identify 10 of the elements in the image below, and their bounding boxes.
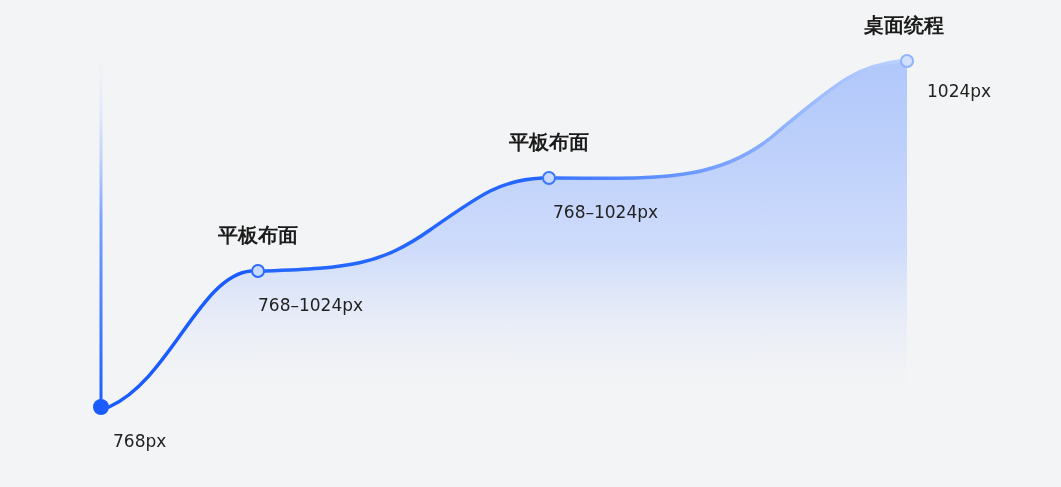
curve-line (107, 269, 253, 409)
width-label: 768–1024px (553, 202, 659, 222)
width-label: 768–1024px (258, 295, 364, 315)
stage-title: 平板布面 (218, 223, 298, 247)
curve-line (554, 59, 902, 180)
width-label: 768px (113, 431, 167, 451)
width-label: 1024px (927, 81, 992, 101)
curve-line (263, 176, 544, 273)
stage-title: 平板布面 (509, 130, 589, 154)
stage-title: 桌面统程 (864, 13, 944, 37)
